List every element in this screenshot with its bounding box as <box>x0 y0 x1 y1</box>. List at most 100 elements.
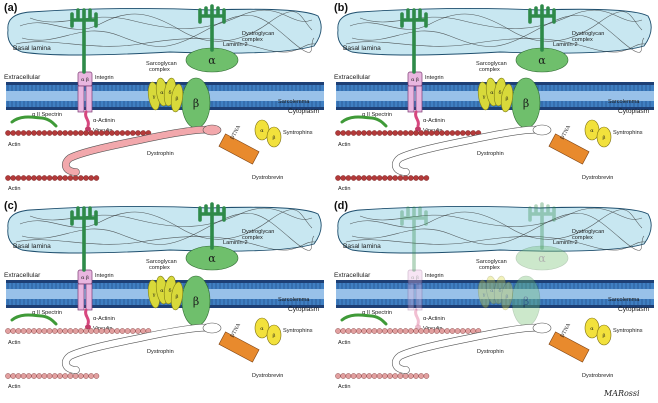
actin-monomer <box>376 130 383 136</box>
integrin-label: Integrin <box>95 273 114 279</box>
actin-monomer <box>387 175 393 181</box>
actin-monomer <box>57 373 63 379</box>
actin-monomer <box>20 373 27 379</box>
actin-monomer <box>418 130 424 136</box>
actin-monomer <box>444 328 450 334</box>
laminin2-shape <box>528 202 556 250</box>
vinculin <box>85 126 91 132</box>
panel-letter: (b) <box>334 2 348 14</box>
integrin-beta-leg <box>415 283 423 311</box>
laminin-left-shape <box>400 206 428 272</box>
extracellular-label: Extracellular <box>4 272 41 279</box>
actin-filament-bottom <box>335 373 430 379</box>
actin-filament-top <box>5 130 152 136</box>
actin-monomer <box>397 130 404 136</box>
actin-monomer <box>376 328 383 334</box>
actin-monomer <box>408 373 414 379</box>
actin-monomer <box>423 175 430 181</box>
actin-label-top: Actin <box>338 142 350 148</box>
actin-monomer <box>470 328 476 334</box>
alpha-dg-letter: α <box>208 54 216 67</box>
integrin-beta-label: β <box>416 275 419 281</box>
sarcoglycan-letter: δ <box>168 288 171 294</box>
dystrophin <box>392 324 546 374</box>
actin-filament-top <box>335 328 482 334</box>
actin-monomer <box>72 328 79 334</box>
actin-monomer <box>83 373 89 379</box>
actin-monomer <box>423 130 430 136</box>
actin-monomer <box>413 130 419 136</box>
basal-lamina-label: Basal lamina <box>343 45 381 52</box>
dystrobrevin-label: Dystrobrevin <box>252 373 283 379</box>
basal-lamina <box>337 205 652 254</box>
dystroglycan-complex: αβ <box>181 245 239 327</box>
syntrophin-beta <box>596 126 612 148</box>
actin-monomer <box>387 328 393 334</box>
integrin-beta-label: β <box>86 77 89 83</box>
actin-monomer <box>88 130 94 136</box>
alpha-actinin <box>414 110 420 128</box>
dystrobrevin-label: Dystrobrevin <box>582 373 613 379</box>
actin-monomer <box>460 328 466 334</box>
actin-monomer <box>371 328 378 334</box>
dystrobrevin <box>548 331 590 363</box>
actin-monomer <box>428 328 435 334</box>
actin-monomer <box>57 175 63 181</box>
laminin2-label: Laminin-2 <box>553 240 578 246</box>
integrin-beta-label: β <box>416 77 419 83</box>
integrin-alpha-label: α <box>411 77 415 83</box>
actin-monomer <box>439 130 445 136</box>
alpha-dystroglycan <box>515 245 569 271</box>
integrin-beta-leg <box>85 85 93 113</box>
actin-monomer <box>423 373 430 379</box>
actin-monomer <box>392 175 398 181</box>
beta-dg-letter: β <box>523 97 529 110</box>
actin-monomer <box>15 328 22 334</box>
actin-monomer <box>5 130 11 136</box>
actin-monomer <box>46 175 53 181</box>
dystroglycan-complex-label-1: Dystroglycan <box>572 31 604 37</box>
sarcoglycan-letter: γ <box>153 94 156 100</box>
actin-monomer <box>114 328 120 334</box>
dystrophin-label: Dystrophin <box>147 151 174 157</box>
actin-monomer <box>418 373 424 379</box>
lamina-fibre <box>15 38 317 53</box>
vinculin <box>85 324 91 330</box>
syntrophin-beta-letter: β <box>273 333 276 339</box>
integrin-label: Integrin <box>95 75 114 81</box>
integrin-label: Integrin <box>425 75 444 81</box>
sarcolemma-label: Sarcolemma <box>278 99 310 105</box>
laminin2-shape <box>528 4 556 52</box>
actin-monomer <box>31 130 37 136</box>
lamina-fibre <box>359 207 643 227</box>
sarcolemma-label: Sarcolemma <box>608 297 640 303</box>
dtna-label: DTNA <box>229 124 242 141</box>
laminin-left-shape <box>400 8 428 74</box>
syntrophins-label: Syntrophins <box>283 130 313 136</box>
integrin-alpha-leg <box>77 85 85 113</box>
dystroglycan-complex-label-2: complex <box>572 235 593 241</box>
actin-monomer <box>418 175 424 181</box>
dtna-label: DTNA <box>559 124 572 141</box>
actin-monomer <box>26 328 32 334</box>
spectrin <box>10 313 58 326</box>
sarcoglycan-label-1: Sarcoglycan <box>146 61 177 67</box>
panel-letter: (c) <box>4 200 18 212</box>
actin-monomer <box>46 373 53 379</box>
actin-monomer <box>20 130 27 136</box>
actin-monomer <box>449 130 456 136</box>
actin-monomer <box>135 130 141 136</box>
actin-monomer <box>392 373 398 379</box>
syntrophins-label: Syntrophins <box>613 328 643 334</box>
actin-label-bottom: Actin <box>338 186 350 192</box>
actin-monomer <box>361 130 367 136</box>
actin-monomer <box>356 175 362 181</box>
membrane-inner-edge <box>336 305 654 308</box>
actin-monomer <box>350 373 357 379</box>
actin-monomer <box>20 328 27 334</box>
actin-monomer <box>397 328 404 334</box>
actin-monomer <box>371 175 378 181</box>
actin-monomer <box>62 373 68 379</box>
